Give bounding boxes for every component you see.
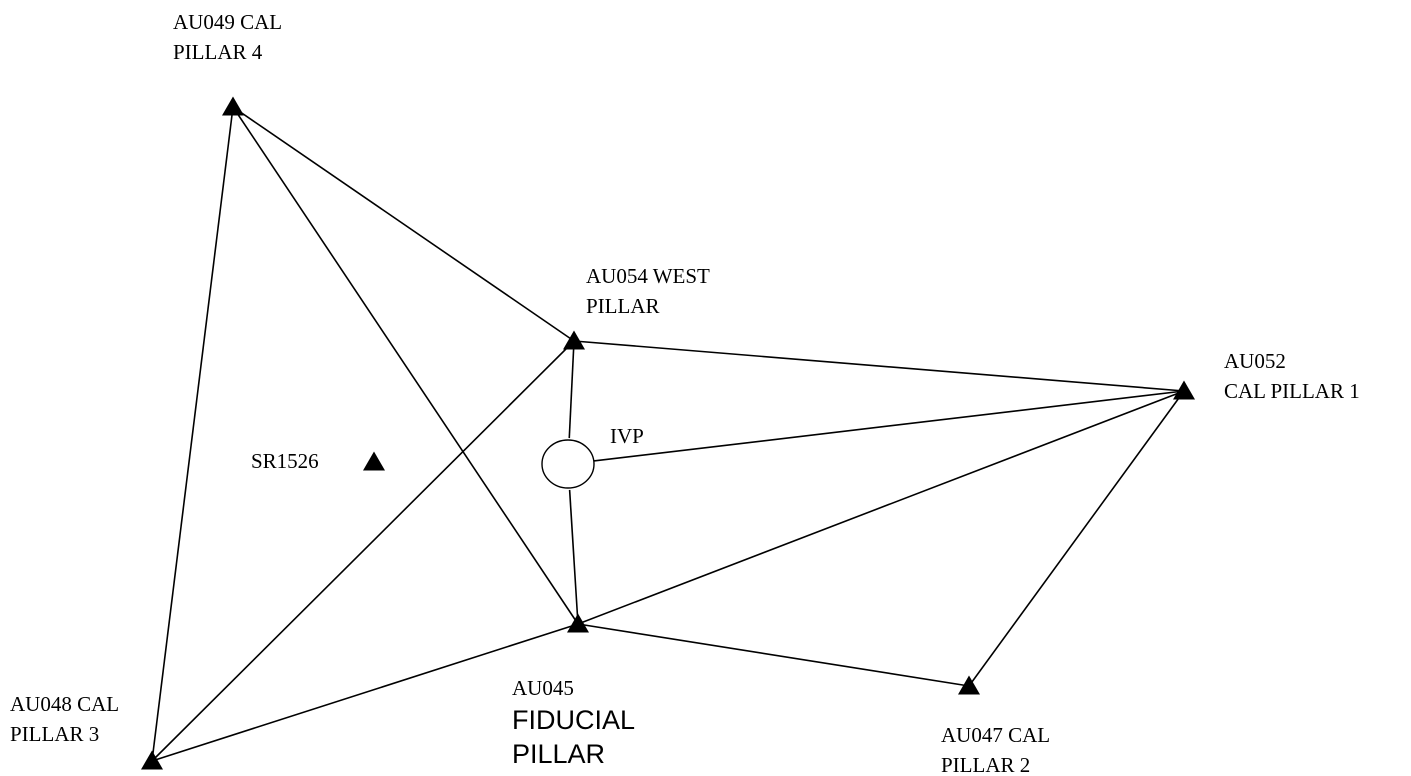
label-ivp: IVP <box>610 421 644 451</box>
label-au045: AU045 FIDUCIAL PILLAR <box>512 673 635 771</box>
station-marker-sr1526 <box>363 451 385 471</box>
connection-au049-au048 <box>151 106 234 762</box>
label-au052-line-1: AU052 <box>1224 349 1286 373</box>
station-marker-au054 <box>563 330 585 350</box>
label-au047-line-1: AU047 CAL <box>941 723 1051 747</box>
label-au054: AU054 WEST PILLAR <box>586 261 710 321</box>
connection-ivp-au052 <box>593 390 1185 462</box>
ivp-circle-marker <box>541 439 595 489</box>
station-marker-au047 <box>958 675 980 695</box>
label-au045-line-1: AU045 <box>512 676 574 700</box>
connection-au049-au045 <box>232 106 579 625</box>
label-au054-line-2: PILLAR <box>586 294 660 318</box>
label-au049: AU049 CAL PILLAR 4 <box>173 7 282 67</box>
label-au045-line-3: PILLAR <box>512 739 606 769</box>
label-au049-line-1: AU049 CAL <box>173 10 283 34</box>
label-au048-line-1: AU048 CAL <box>10 692 120 716</box>
connection-au047-au052 <box>968 390 1185 687</box>
label-au052-line-2: CAL PILLAR 1 <box>1224 379 1360 403</box>
label-sr1526-line-1: SR1526 <box>251 449 319 473</box>
label-au047: AU047 CAL PILLAR 2 <box>941 720 1050 776</box>
connection-au045-au052 <box>577 390 1185 625</box>
label-au048: AU048 CAL PILLAR 3 <box>10 689 119 749</box>
label-au052: AU052 CAL PILLAR 1 <box>1224 346 1360 406</box>
connection-au054-ivp <box>568 340 575 439</box>
label-au048-line-2: PILLAR 3 <box>10 722 100 746</box>
label-au047-line-2: PILLAR 2 <box>941 753 1031 776</box>
station-marker-au045 <box>567 613 589 633</box>
connection-au054-au052 <box>573 340 1185 392</box>
connection-au054-au048 <box>151 340 575 762</box>
station-marker-au049 <box>222 96 244 116</box>
label-au049-line-2: PILLAR 4 <box>173 40 263 64</box>
connection-au049-au054 <box>232 106 575 342</box>
connection-au045-au048 <box>151 623 579 762</box>
connection-au045-au047 <box>577 623 970 687</box>
station-marker-au052 <box>1173 380 1195 400</box>
label-ivp-line-1: IVP <box>610 424 644 448</box>
label-au045-line-2: FIDUCIAL <box>512 705 636 735</box>
connection-ivp-au045 <box>568 489 579 625</box>
label-au054-line-1: AU054 WEST <box>586 264 710 288</box>
station-marker-au048 <box>141 750 163 770</box>
label-sr1526: SR1526 <box>251 446 319 476</box>
